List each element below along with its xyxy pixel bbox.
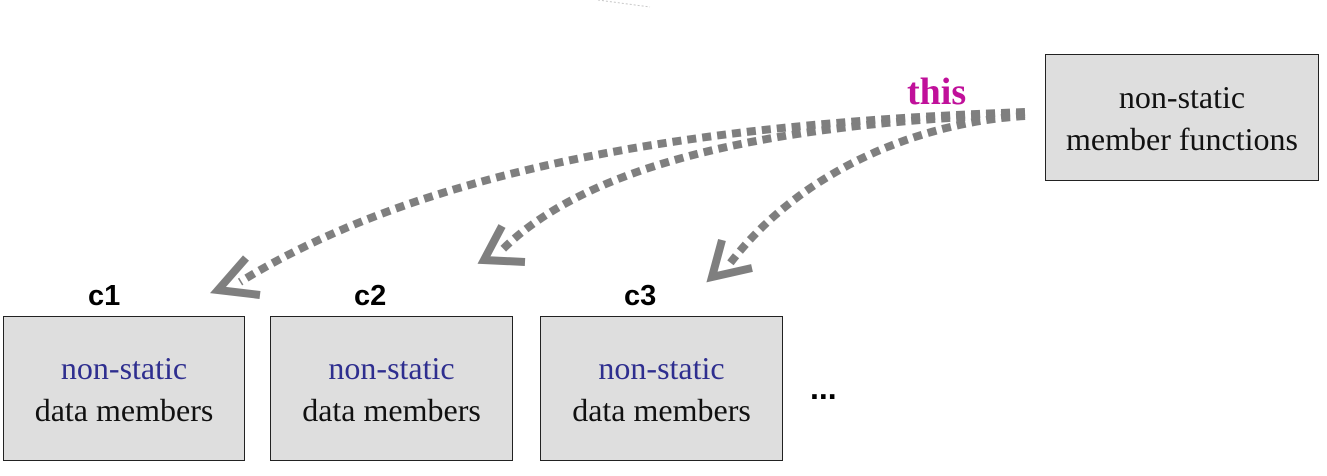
- arrow-to-c1: [237, 108, 1026, 286]
- object-box-line1: non-static: [598, 349, 725, 386]
- object-box-line1: non-static: [328, 349, 455, 386]
- arrow-to-c2: [497, 110, 1026, 255]
- object-box-line1: non-static: [60, 349, 188, 386]
- object-label-c2: c2: [354, 280, 387, 312]
- faint-line: [597, 0, 651, 8]
- object-box-line2: data members: [302, 391, 481, 428]
- object-box-line2: data members: [572, 391, 751, 428]
- more-objects-ellipsis: ...: [810, 370, 837, 406]
- arrowhead-c3: [706, 238, 753, 283]
- arrow-to-c3: [724, 112, 1026, 269]
- function-box-line1: non-static: [1118, 78, 1246, 115]
- object-label-c1: c1: [88, 280, 121, 312]
- arrowhead-c2: [477, 224, 526, 266]
- object-box-c3: non-static data members: [540, 316, 783, 461]
- arrowhead-c1: [209, 255, 261, 299]
- member-functions-box: non-static member functions: [1045, 54, 1319, 181]
- object-label-c3: c3: [624, 280, 657, 312]
- object-box-c1: non-static data members: [3, 316, 245, 461]
- this-pointer-label: this: [907, 71, 967, 113]
- object-box-c2: non-static data members: [270, 316, 513, 461]
- function-box-line2: member functions: [1066, 120, 1298, 157]
- object-box-line2: data members: [34, 391, 214, 428]
